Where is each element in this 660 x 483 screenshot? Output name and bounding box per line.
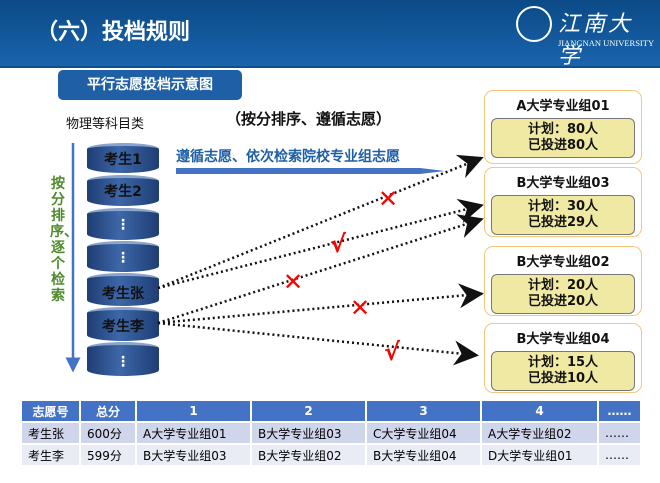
choice-line [157, 321, 479, 366]
col-header: …… [597, 399, 642, 423]
group-admitted: 已投进10人 [527, 371, 599, 386]
group-name: B大学专业组03 [516, 176, 610, 191]
cross-icon: ✕ [350, 294, 370, 322]
group-stats: 计划：15人已投进10人 [491, 351, 635, 391]
page-title: （六）投档规则 [36, 20, 191, 45]
cell: B大学专业组03 [135, 443, 252, 467]
choice-line [157, 214, 484, 325]
choice-line [157, 154, 484, 290]
group-admitted: 已投进80人 [527, 138, 599, 153]
group-plan: 计划：30人 [527, 199, 599, 214]
group-plan: 计划：15人 [527, 355, 599, 370]
cell: 599分 [79, 443, 137, 467]
cell: A大学专业组01 [135, 421, 252, 445]
check-icon: √ [330, 230, 347, 258]
student-label: ⋮ [116, 354, 130, 370]
cross-icon: ✕ [378, 185, 398, 213]
col-header: 4 [480, 399, 599, 423]
table-header: 志愿号 总分 1 2 3 4 …… [20, 399, 642, 423]
cell: B大学专业组03 [250, 421, 367, 445]
diagram-badge: 平行志愿投档示意图 [58, 70, 242, 100]
group-name: A大学专业组01 [516, 99, 610, 114]
cell: …… [597, 421, 642, 445]
col-header: 3 [365, 399, 482, 423]
col-header: 总分 [79, 399, 137, 423]
cross-icon: ✕ [283, 268, 303, 296]
col-header: 2 [250, 399, 367, 423]
student-label: 考生李 [102, 319, 144, 335]
group-box: B大学专业组02 计划：20人已投进20人 [484, 246, 642, 316]
col-header: 1 [135, 399, 252, 423]
student-slot: ⋮ [87, 342, 159, 376]
cell: A大学专业组02 [480, 421, 599, 445]
group-box: A大学专业组01 计划：80人已投进80人 [484, 90, 642, 164]
group-plan: 计划：80人 [527, 122, 599, 137]
group-admitted: 已投进29人 [527, 215, 599, 230]
group-stats: 计划：80人已投进80人 [491, 118, 635, 158]
check-icon: √ [384, 338, 401, 366]
group-admitted: 已投进20人 [527, 294, 599, 309]
student-slot: 考生2 [87, 175, 159, 206]
group-stats: 计划：30人已投进29人 [491, 195, 635, 235]
header-bar: （六）投档规则 江南大学 JIANGNAN UNIVERSITY [0, 0, 660, 69]
student-slot: ⋮ [87, 208, 159, 240]
group-name: B大学专业组04 [516, 332, 610, 347]
university-logo: 江南大学 JIANGNAN UNIVERSITY [516, 6, 655, 69]
logo-chinese: 江南大学 [558, 12, 634, 69]
cell: 考生李 [20, 443, 81, 467]
group-stats: 计划：20人已投进20人 [491, 274, 635, 314]
student-label: 考生1 [104, 152, 142, 168]
student-label: 考生张 [102, 286, 144, 302]
cell: C大学专业组04 [365, 421, 482, 445]
choice-line [157, 283, 484, 325]
cell: B大学专业组02 [250, 443, 367, 467]
student-slot: 考生1 [87, 143, 159, 173]
group-box: B大学专业组04 计划：15人已投进10人 [484, 323, 642, 393]
flow-label: 遵循志愿、依次检索院校专业组志愿 [176, 149, 400, 165]
logo-english: JIANGNAN UNIVERSITY [558, 38, 655, 48]
student-slot-zhang: 考生张 [87, 273, 159, 306]
cell: B大学专业组04 [365, 443, 482, 467]
student-label: ⋮ [116, 217, 130, 233]
logo-emblem-icon [516, 6, 552, 42]
col-header: 志愿号 [20, 399, 81, 423]
group-plan: 计划：20人 [527, 278, 599, 293]
student-label: ⋮ [116, 250, 130, 266]
cell: 600分 [79, 421, 137, 445]
subject-label: 物理等科目类 [66, 117, 145, 132]
group-box: B大学专业组03 计划：30人已投进29人 [484, 167, 642, 237]
student-slot: ⋮ [87, 241, 159, 272]
cell: D大学专业组01 [480, 443, 599, 467]
rule-label: （按分排序、遵循志愿） [226, 110, 392, 128]
choice-line [157, 198, 484, 290]
cell: …… [597, 443, 642, 467]
flow-arrow [176, 168, 445, 174]
cell: 考生张 [20, 421, 81, 445]
student-slot-li: 考生李 [87, 307, 159, 341]
student-label: 考生2 [104, 184, 142, 200]
group-name: B大学专业组02 [516, 255, 610, 270]
